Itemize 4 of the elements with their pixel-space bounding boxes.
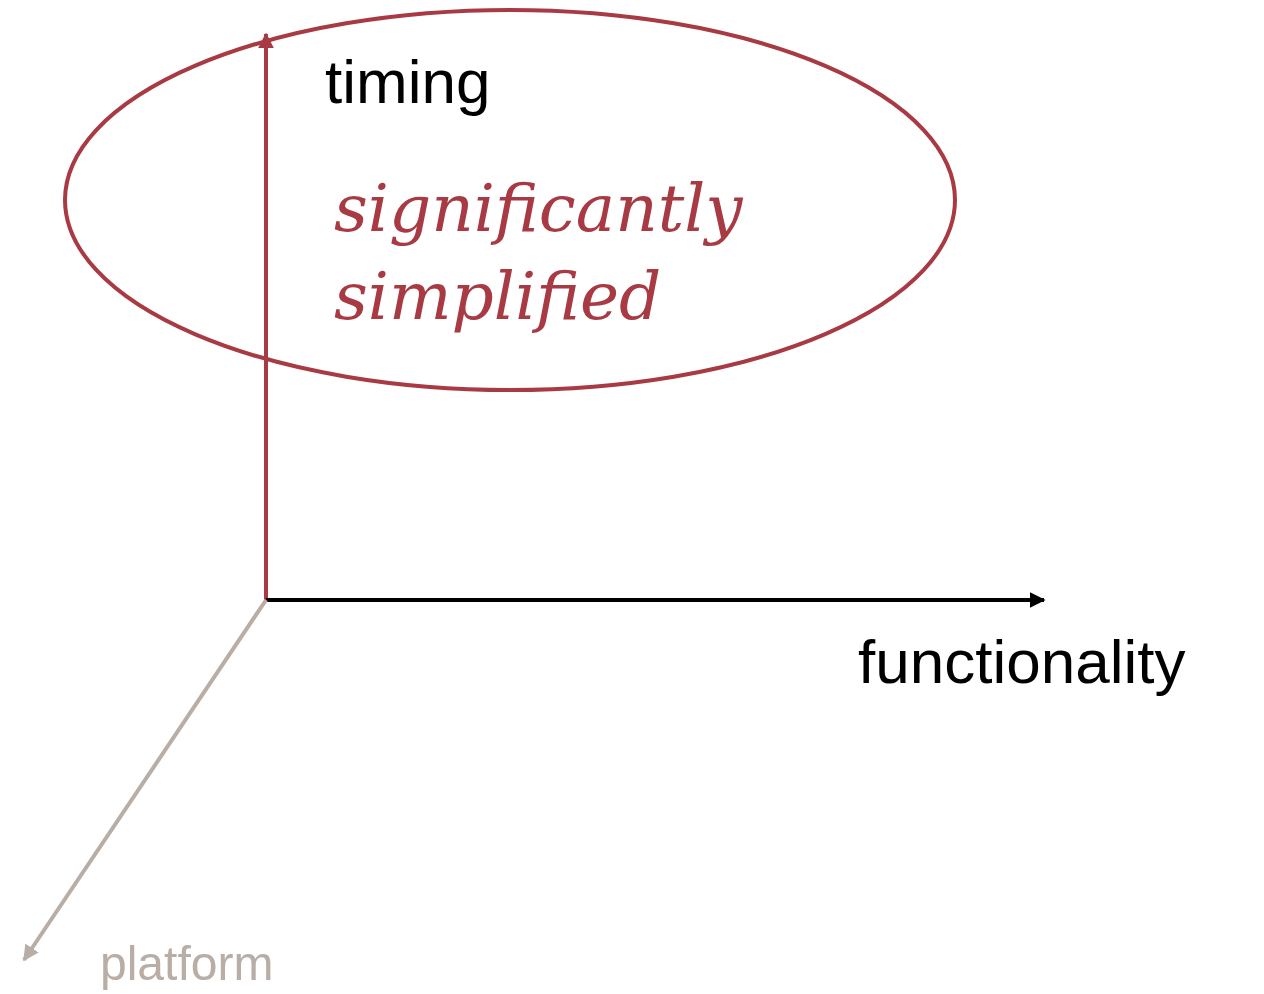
axis-label: timing bbox=[325, 46, 491, 117]
axis-label: platform bbox=[100, 936, 274, 991]
axis-label: functionality bbox=[858, 626, 1186, 697]
annotation-text: significantly simplified bbox=[334, 169, 744, 337]
